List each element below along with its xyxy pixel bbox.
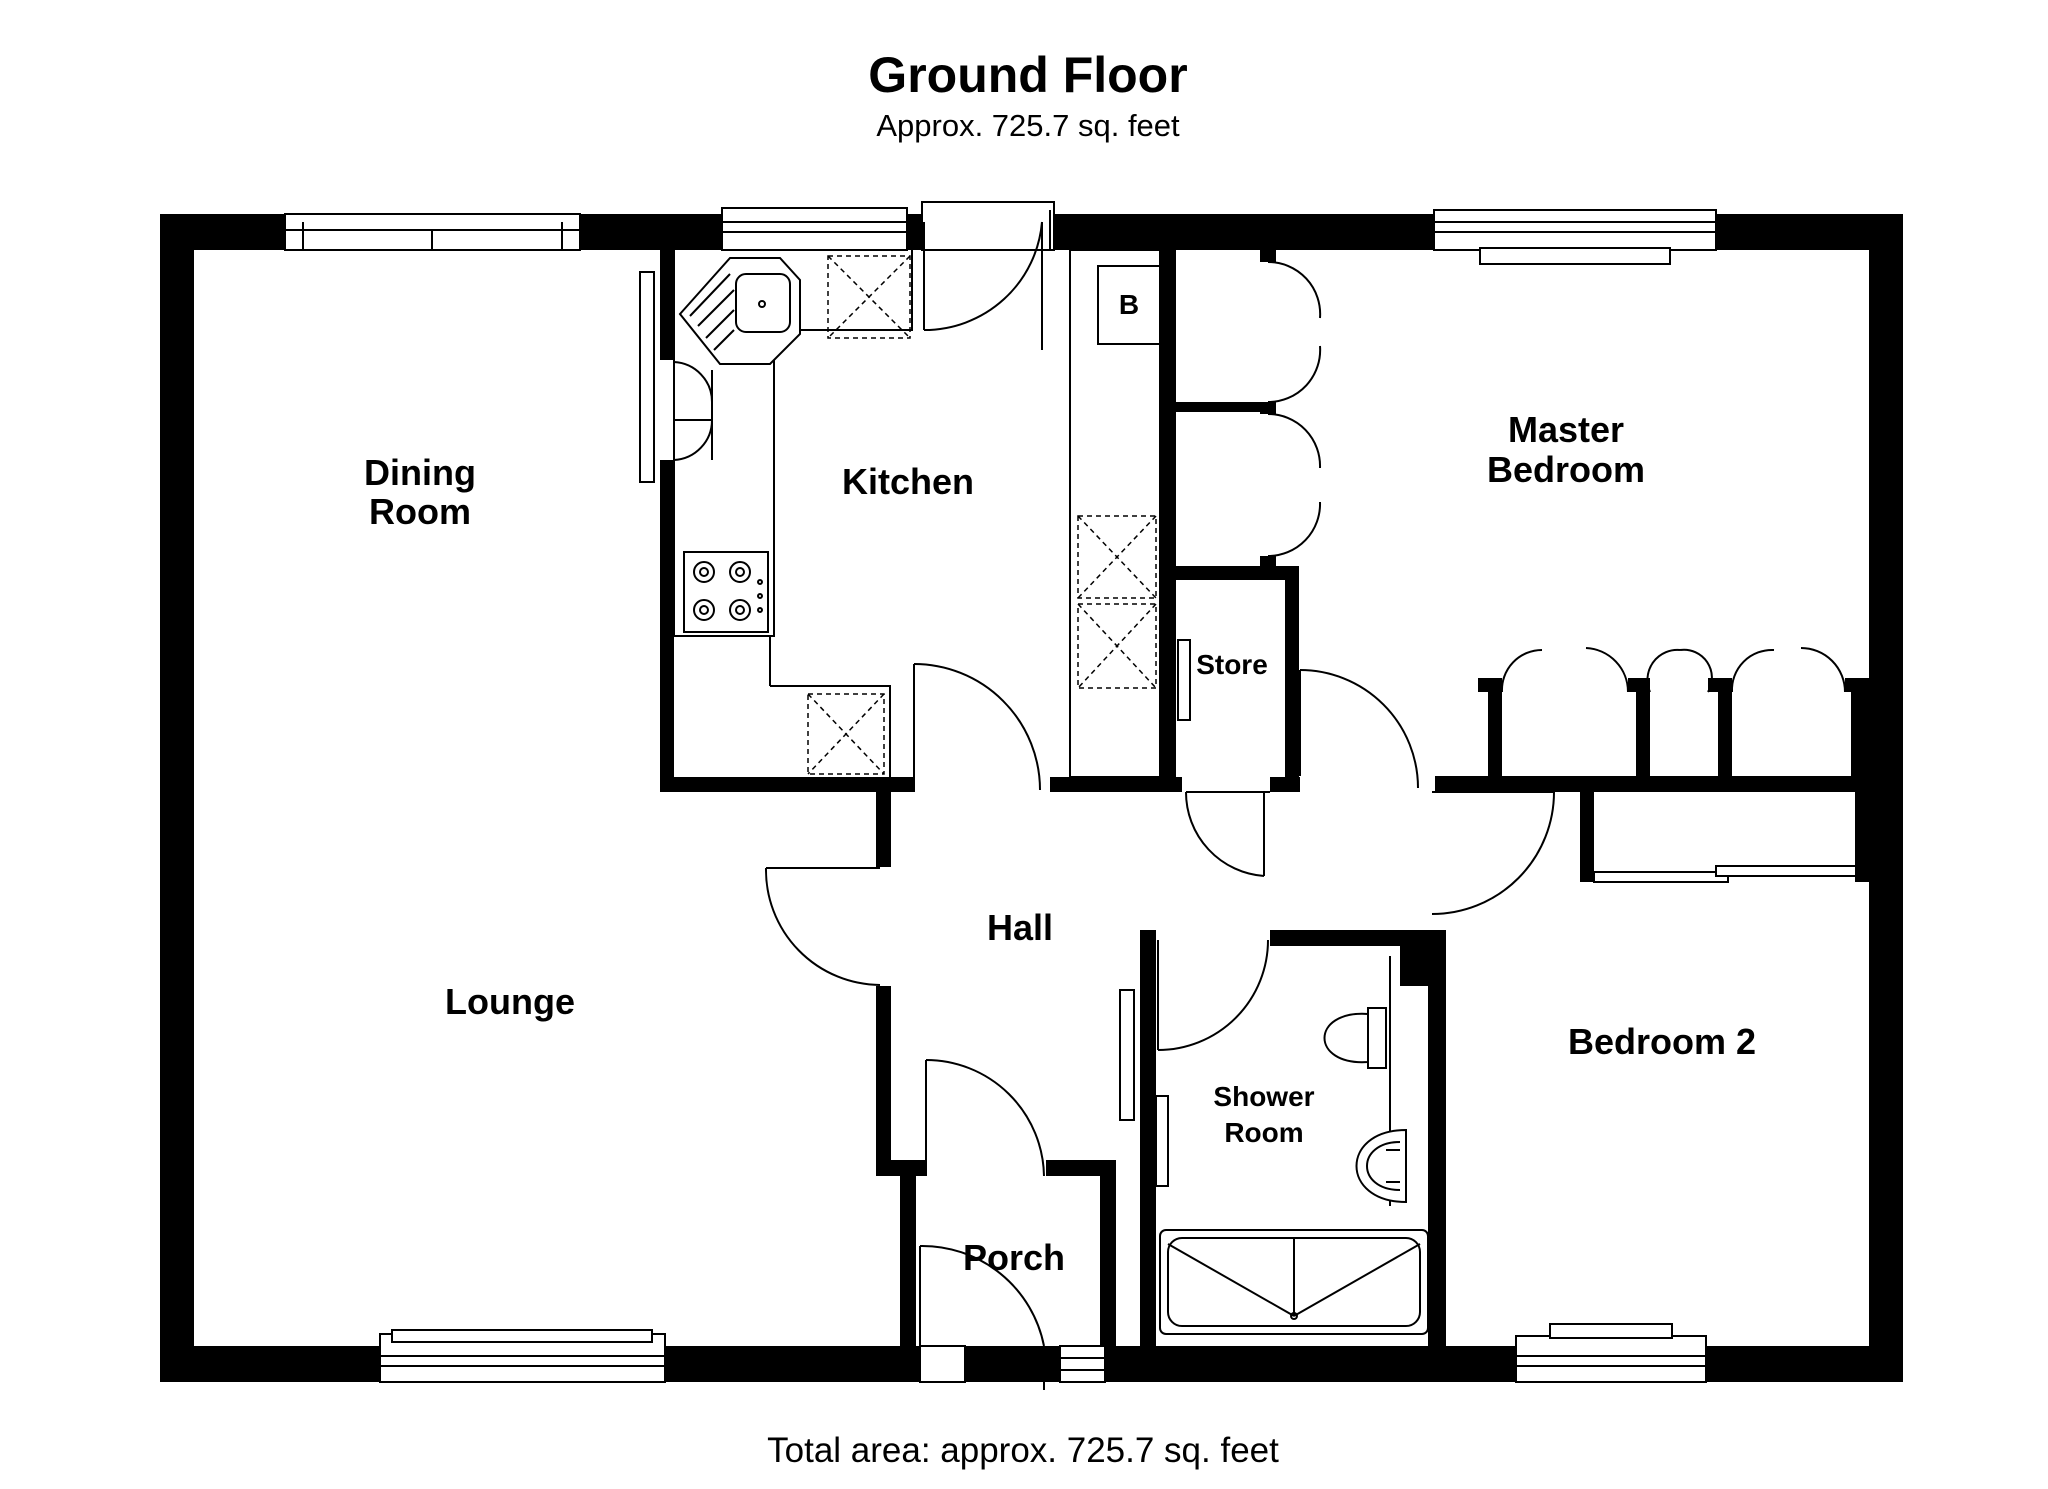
room-label-master-bedroom: Master [1508, 409, 1624, 450]
hob-icon [683, 551, 769, 633]
room-label-shower-room: Room [1224, 1117, 1303, 1148]
page-title: Ground Floor [868, 47, 1187, 103]
appliance-icon [827, 255, 911, 339]
room-label-porch: Porch [963, 1237, 1065, 1278]
interior-walls [660, 246, 1869, 1346]
room-labels: Dining Room Kitchen Master Bedroom Store… [364, 409, 1756, 1278]
room-label-bedroom-2: Bedroom 2 [1568, 1021, 1756, 1062]
appliance-icon [1077, 603, 1157, 689]
room-label-lounge: Lounge [445, 981, 575, 1022]
page-subtitle: Approx. 725.7 sq. feet [876, 108, 1180, 143]
outer-walls [160, 214, 1903, 1382]
kitchen-fixtures: B [673, 249, 1161, 778]
kitchen-sink-icon [678, 257, 801, 365]
room-label-master-bedroom: Bedroom [1487, 449, 1645, 490]
shower-room-fixtures [1159, 956, 1429, 1335]
room-label-store: Store [1196, 649, 1268, 680]
shower-tray-icon [1159, 1229, 1429, 1335]
wardrobe-doors [1267, 260, 1846, 693]
total-area: Total area: approx. 725.7 sq. feet [767, 1431, 1279, 1470]
windows [284, 201, 1717, 1383]
room-label-dining-room: Room [369, 491, 471, 532]
toilet-icon [1323, 1007, 1387, 1069]
boiler-icon: B [1097, 265, 1161, 345]
doors [639, 221, 1857, 1390]
boiler-label: B [1119, 289, 1139, 320]
room-label-hall: Hall [987, 907, 1053, 948]
room-label-kitchen: Kitchen [842, 461, 974, 502]
washbasin-icon [1355, 1128, 1407, 1204]
appliance-icon [807, 693, 885, 775]
appliance-icon [1077, 515, 1157, 599]
room-label-dining-room: Dining [364, 452, 476, 493]
room-label-shower-room: Shower [1213, 1081, 1314, 1112]
